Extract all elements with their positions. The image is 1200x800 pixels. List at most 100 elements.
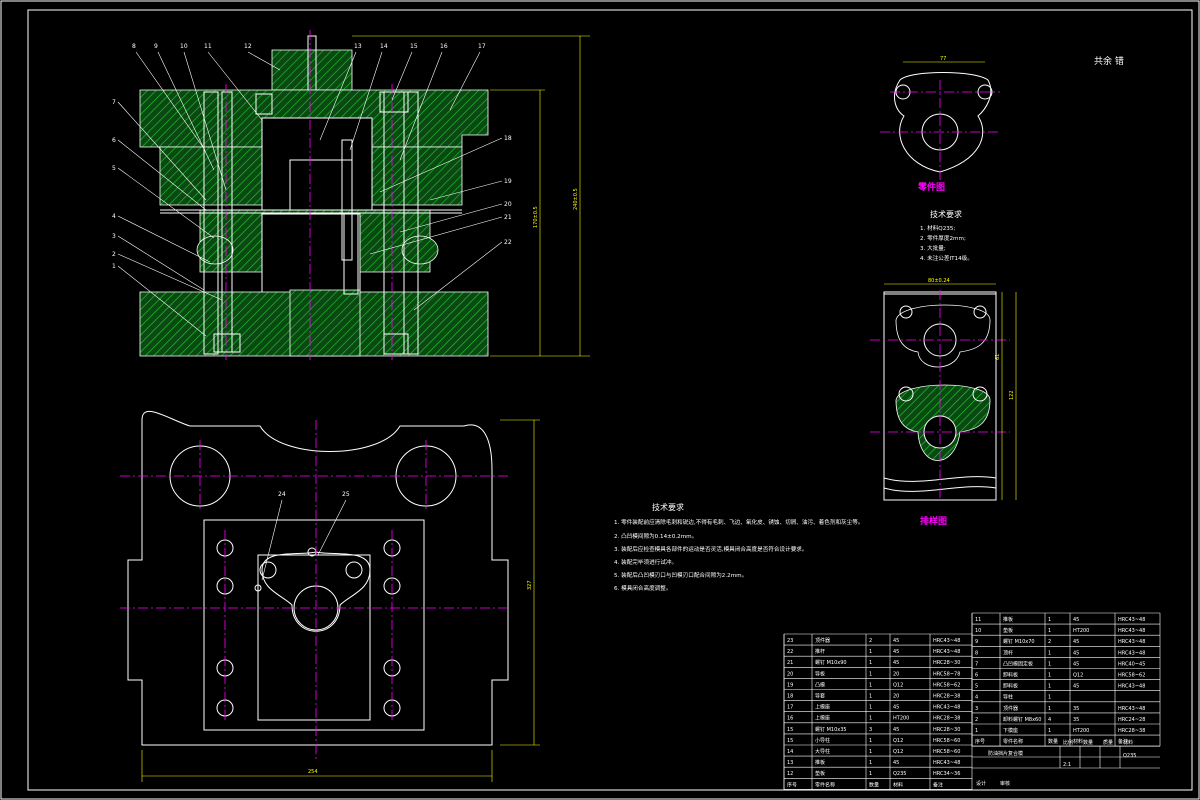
bom-left-r10-c1: 大导柱: [815, 748, 830, 755]
dim-strip-height: 122: [1009, 390, 1015, 400]
bom-left-header-4: 备注: [933, 781, 943, 788]
bom-right-r10-c2: 1: [1048, 728, 1051, 734]
title-block-name: 防油挡片复合模: [988, 750, 1023, 757]
leader-1: 1: [112, 263, 116, 270]
title-block-cell-0: 比例: [1063, 739, 1073, 746]
bom-right-r10-c1: 下模座: [1003, 727, 1018, 734]
die-tech-line-2: 2. 凸凹模间隙为0.14±0.2mm。: [614, 532, 697, 540]
bom-left-header-3: 材料: [893, 781, 903, 788]
bom-right-r6-c4: HRC43~48: [1118, 684, 1145, 690]
bom-right-r8-c3: 35: [1073, 706, 1079, 712]
bom-right-r8-c4: HRC43~48: [1118, 706, 1145, 712]
bom-right-r2-c4: HRC43~48: [1118, 639, 1145, 645]
bom-right-r7-c1: 导柱: [1003, 694, 1013, 701]
bom-right-r8-c1: 顶件器: [1003, 705, 1018, 712]
bom-right-r5-c3: Q12: [1073, 673, 1083, 679]
leader-9: 9: [154, 43, 158, 50]
bom-right-r9-c1: 卸料螺钉 M8x60: [1003, 716, 1041, 723]
dim-closed-height: 170±0.5: [533, 206, 539, 228]
die-tech-line-6: 6. 模具闭合高度调整。: [614, 584, 671, 592]
bom-left-r5-c4: HRC28~38: [933, 694, 960, 700]
title-block-scale: 2:1: [1063, 762, 1071, 768]
bom-left-r0-c3: 45: [893, 638, 899, 644]
die-tech-line-1: 1. 零件装配前应清除毛刺和锐边,不得有毛刺、飞边、氧化皮、锈蚀、切屑、油污、着…: [614, 518, 863, 526]
bom-right-r6-c1: 卸料板: [1003, 683, 1018, 690]
bom-left-r5-c2: 1: [869, 694, 872, 700]
part-tech-heading: 技术要求: [930, 209, 962, 219]
bom-left-r4-c4: HRC58~62: [933, 682, 960, 688]
bom-right-r0-c3: 45: [1073, 617, 1079, 623]
bom-right-header-0: 序号: [975, 738, 985, 745]
leader-labels-right: 18 19 20 21 22: [369, 135, 512, 311]
bom-right-r4-c3: 45: [1073, 661, 1079, 667]
leader-21: 21: [504, 214, 512, 221]
leader-labels-left: 7 6 5 4 3 2 1: [112, 99, 223, 337]
leader-24: 24: [278, 491, 286, 498]
die-tech-notes: 技术要求 1. 零件装配前应清除毛刺和锐边,不得有毛刺、飞边、氧化皮、锈蚀、切屑…: [614, 502, 863, 592]
bom-left-r11-c4: HRC43~48: [933, 760, 960, 766]
leader-22: 22: [504, 239, 512, 246]
bom-left-r0-c2: 2: [869, 638, 872, 644]
drawing-border: [27, 9, 1193, 791]
bom-left-r7-c3: HT200: [893, 716, 909, 722]
bom-right-r9-c2: 4: [1048, 717, 1051, 723]
bom-left-r4-c3: Q12: [893, 682, 903, 688]
leader-18: 18: [504, 135, 512, 142]
bom-left-r2-c4: HRC28~30: [933, 660, 960, 666]
bom-right-r9-c3: 35: [1073, 717, 1079, 723]
bom-left-r9-c3: Q12: [893, 738, 903, 744]
part-tech-notes: 技术要求 1. 材料Q235; 2. 零件厚度2mm; 3. 大批量; 4. 未…: [920, 209, 973, 262]
title-block-cell-1: 数量: [1083, 739, 1093, 746]
bom-left-r5-c1: 导套: [815, 693, 825, 700]
bom-right-r6-c3: 45: [1073, 684, 1079, 690]
bom-left-r2-c1: 螺钉 M10x90: [815, 659, 847, 666]
dim-part-width: 77: [940, 56, 946, 62]
leader-4: 4: [112, 213, 116, 220]
bom-left-r9-c2: 1: [869, 738, 872, 744]
bom-left-header-1: 零件名称: [815, 781, 835, 788]
bom-right-r4-c2: 1: [1048, 661, 1051, 667]
bom-left-r9-c1: 小导柱: [815, 737, 830, 744]
leader-11: 11: [204, 43, 212, 50]
leader-14: 14: [380, 43, 388, 50]
bom-right-r3-c1: 顶杆: [1003, 649, 1013, 656]
bom-right-r9-c4: HRC24~28: [1118, 717, 1145, 723]
part-drawing: 77 零件图: [880, 56, 1000, 193]
leader-16: 16: [440, 43, 448, 50]
bom-right-r6-c2: 1: [1048, 684, 1051, 690]
leader-labels-top: 8 9 10 11 12 13 14 15 16 17: [132, 43, 486, 191]
bom-right-r0-c4: HRC43~48: [1118, 617, 1145, 623]
leader-7: 7: [112, 99, 116, 106]
bom-right-r5-c4: HRC58~62: [1118, 673, 1145, 679]
part-tech-line-4: 4. 未注公差IT14级。: [920, 254, 973, 262]
die-tech-line-3: 3. 装配后应检查模具各部件的运动是否灵活,模具闭合高度是否符合设计要求。: [614, 545, 808, 553]
bom-left-r12-c2: 1: [869, 771, 872, 777]
bom-left-r3-c1: 导板: [815, 670, 825, 677]
bom-left-r7-c0: 16: [787, 716, 793, 722]
title-block-footer-0: 设计: [976, 780, 986, 787]
leader-20: 20: [504, 201, 512, 208]
die-tech-line-4: 4. 装配完毕须进行试冲。: [614, 558, 677, 566]
bom-right-r8-c2: 1: [1048, 706, 1051, 712]
strip-drawing-title: 排样图: [920, 515, 947, 527]
part-drawing-title: 零件图: [917, 181, 945, 193]
bom-left-r3-c3: 20: [893, 671, 899, 677]
bom-right-r5-c1: 卸料板: [1003, 672, 1018, 679]
leader-8: 8: [132, 43, 136, 50]
bom-left-r12-c3: Q235: [893, 771, 906, 777]
bom-left-r12-c0: 12: [787, 771, 793, 777]
bom-right-header-4: 备注: [1118, 738, 1128, 745]
bom-left-r2-c3: 45: [893, 660, 899, 666]
bom-right-r9-c0: 2: [975, 717, 978, 723]
leader-3: 3: [112, 233, 116, 240]
title-block-footer-1: 审核: [1000, 780, 1010, 787]
title-block-material: Q235: [1123, 753, 1136, 759]
bom-left-r12-c4: HRC34~36: [933, 771, 960, 777]
leader-2: 2: [112, 251, 116, 258]
bom-right-header-1: 零件名称: [1003, 738, 1023, 745]
part-tech-line-1: 1. 材料Q235;: [920, 224, 955, 232]
bom-right-r2-c0: 9: [975, 639, 978, 645]
dim-total-height: 240±0.5: [573, 188, 579, 210]
